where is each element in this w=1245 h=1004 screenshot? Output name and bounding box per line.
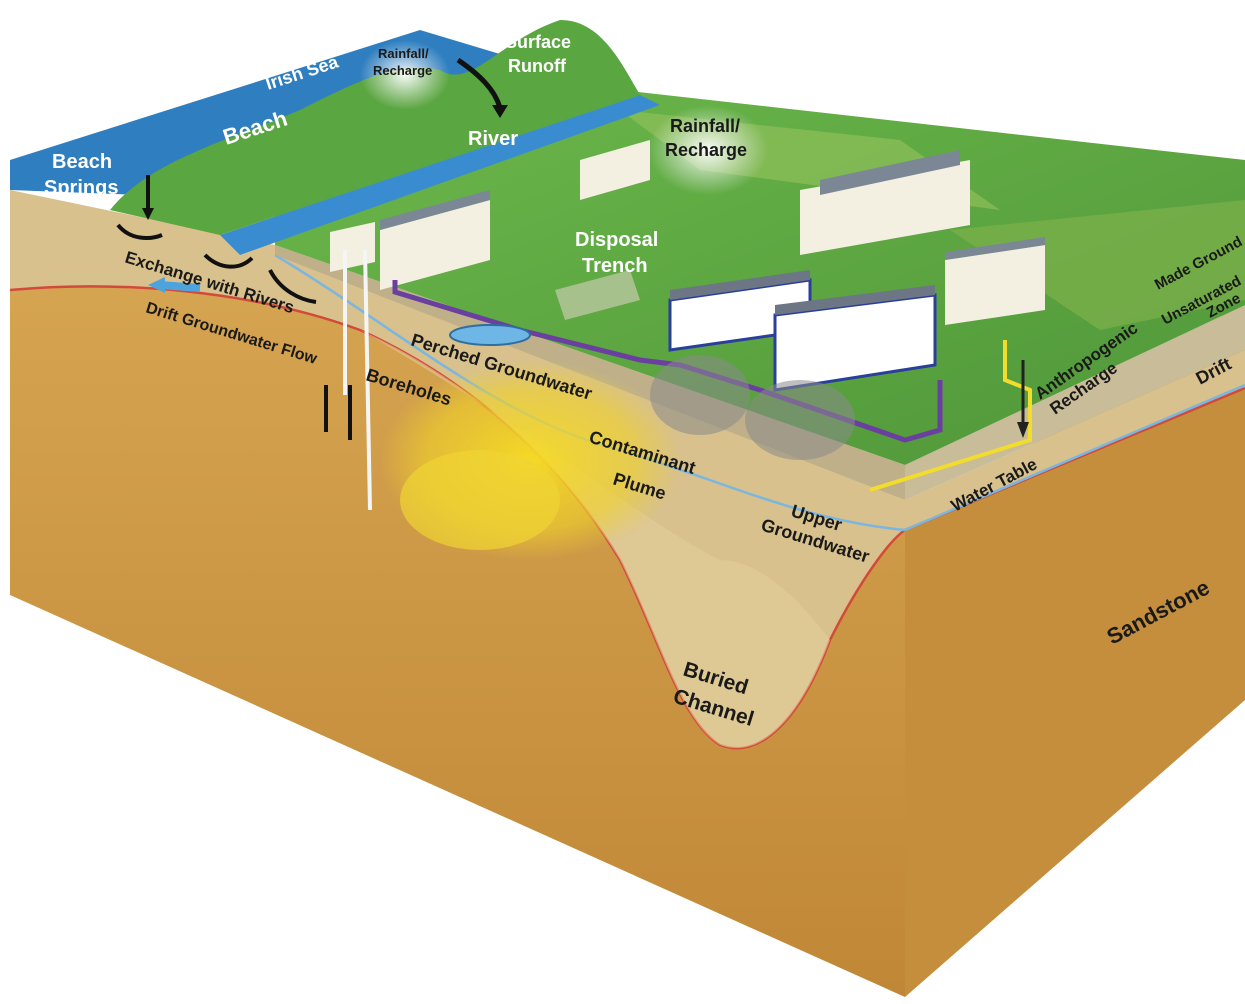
- drift-right-face: [905, 350, 1245, 530]
- soakaway-zone-1: [650, 355, 750, 435]
- river: [220, 95, 660, 255]
- recharge-pipe: [869, 340, 1032, 492]
- disposal-trench: [555, 270, 640, 320]
- soakaway-zone-2: [745, 380, 855, 460]
- label-surface-runoff-1: Surface: [505, 32, 571, 52]
- sandstone-front-face: [10, 175, 905, 997]
- perched-groundwater-lens: [449, 324, 531, 346]
- label-rainfall-2-line1: Rainfall/: [670, 116, 740, 136]
- label-river: River: [468, 128, 518, 150]
- cloud-icon: [360, 40, 768, 195]
- label-disposal-trench-2: Trench: [582, 255, 648, 277]
- building-icon: [330, 140, 1045, 392]
- label-beach-springs-1: Beach: [52, 151, 112, 173]
- label-surface-runoff-2: Runoff: [508, 56, 567, 76]
- arrow-icon: [116, 57, 1029, 440]
- label-rainfall-1-line2: Recharge: [373, 63, 432, 78]
- borehole-icon: [343, 249, 372, 511]
- field-patches-2: [950, 200, 1245, 330]
- contaminant-plume-core: [400, 450, 560, 550]
- label-beach-springs-2: Springs: [44, 177, 118, 199]
- label-rainfall-1-line1: Rainfall/: [378, 46, 429, 61]
- label-rainfall-2-line2: Recharge: [665, 140, 747, 160]
- buried-channel-fill: [360, 330, 830, 749]
- coastal-hill: [110, 20, 640, 235]
- label-disposal-trench-1: Disposal: [575, 229, 658, 251]
